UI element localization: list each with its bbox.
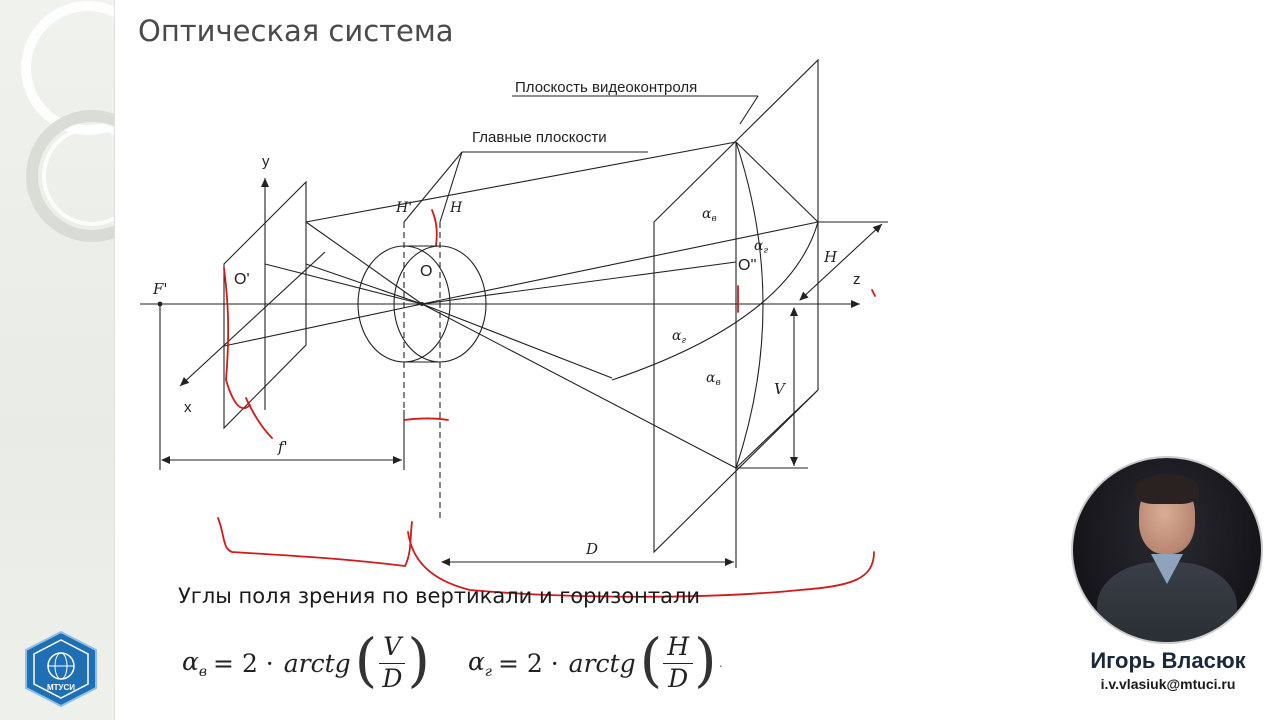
label-o: O [420, 263, 432, 280]
horizontal-angle-arc [611, 221, 819, 381]
label-alpha-g-right: αг [754, 238, 768, 256]
formula-h-fraction: H D [663, 634, 694, 692]
presenter-webcam [1073, 458, 1261, 642]
sensor-plane [223, 180, 307, 430]
handwritten-annotations [217, 209, 876, 598]
label-h-dimension: H [823, 248, 838, 266]
label-y: y [262, 153, 270, 170]
video-plane-leader [739, 95, 759, 125]
formula-v-fraction: V D [378, 634, 406, 692]
label-alpha-v-bottom: αв [706, 370, 721, 388]
label-z: z [853, 271, 861, 288]
university-logo: МТУСИ [22, 630, 100, 708]
formula-h-alpha: αг [468, 646, 492, 680]
formula-v-fn: arctg [283, 648, 351, 678]
label-alpha-g-left: αг [672, 328, 686, 346]
label-alpha-v-top: αв [702, 206, 717, 224]
formulas-subtitle: Углы поля зрения по вертикали и горизонт… [178, 584, 701, 608]
label-v-dimension: V [774, 380, 787, 398]
x-axis [179, 251, 326, 387]
label-focal-length: f' [277, 438, 288, 456]
formula-v-eq: = 2 · [213, 648, 274, 678]
presenter-email: i.v.vlasiuk@mtuci.ru [1100, 676, 1236, 692]
label-h-prime: H' [395, 200, 412, 216]
vertical-angle-arc [735, 141, 764, 469]
label-o-prime: O' [234, 271, 250, 288]
h-dimension-line [799, 223, 883, 301]
label-main-planes: Главные плоскости [472, 129, 607, 146]
presenter-name: Игорь Власюк [1090, 648, 1246, 673]
formula-vertical-angle: αв = 2 · arctg ( V D ) [182, 626, 430, 694]
label-o-double-prime: O'' [738, 257, 757, 274]
label-d-dimension: D [585, 540, 598, 558]
formula-h-fn: arctg [568, 648, 636, 678]
formula-v-alpha: αв [182, 646, 208, 680]
slide-title: Оптическая система [138, 14, 454, 48]
label-x: x [184, 399, 192, 416]
label-video-plane: Плоскость видеоконтроля [515, 79, 697, 96]
label-h: H [449, 200, 463, 216]
label-f-prime: F' [152, 280, 168, 298]
logo-text: МТУСИ [47, 683, 75, 692]
formula-h-eq: = 2 · [497, 648, 559, 678]
formula-horizontal-angle: αг = 2 · arctg ( H D ) . [468, 626, 723, 694]
